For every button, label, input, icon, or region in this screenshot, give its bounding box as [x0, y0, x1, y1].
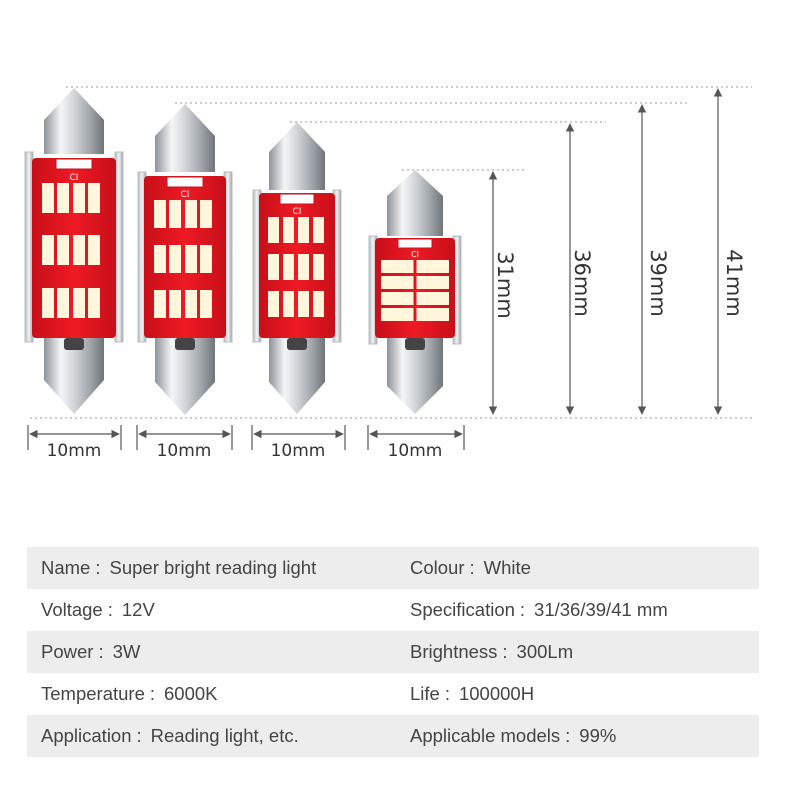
- length-label-41mm: 41mm: [722, 249, 746, 317]
- spec-value: 3W: [112, 641, 141, 662]
- spec-value: Reading light, etc.: [150, 725, 299, 746]
- length-label-31mm: 31mm: [493, 251, 517, 319]
- connector-pad: [55, 158, 93, 170]
- spec-label: Temperature: [41, 683, 145, 704]
- connector-pad: [397, 238, 433, 249]
- width-dimension-lines: [27, 425, 465, 450]
- connector-pad: [279, 193, 315, 205]
- spec-label: Colour: [410, 557, 465, 578]
- spec-separator: :: [149, 683, 155, 704]
- led-grid: [268, 217, 324, 317]
- spec-value: White: [483, 557, 531, 578]
- bulb-41mm: CI: [24, 88, 124, 414]
- spec-separator: :: [444, 683, 450, 704]
- spec-label: Brightness: [410, 641, 498, 662]
- spec-label: Life: [410, 683, 440, 704]
- spec-row: Application: Reading light, etc. Applicab…: [27, 715, 759, 757]
- spec-row: Temperature:6000K Life:100000H: [27, 673, 759, 715]
- bulb-size-diagram: CI CI CI: [24, 86, 752, 461]
- spec-value: 99%: [579, 725, 617, 746]
- reference-lines: [30, 86, 752, 419]
- board-marking: CI: [293, 207, 302, 217]
- board-marking: CI: [411, 250, 419, 259]
- length-dimension-lines: [488, 88, 723, 415]
- spec-value: 100000H: [458, 683, 535, 704]
- spec-separator: :: [502, 641, 508, 662]
- spec-separator: :: [95, 557, 101, 578]
- length-label-39mm: 39mm: [646, 249, 670, 317]
- led-grid: [42, 183, 100, 318]
- led-grid: [154, 200, 212, 318]
- spec-label: Power: [41, 641, 94, 662]
- bulb-39mm: CI: [137, 104, 233, 415]
- spec-value: 300Lm: [516, 641, 574, 662]
- board-marking: CI: [70, 173, 79, 183]
- spec-row: Voltage:12V Specification:31/36/39/41 mm: [27, 589, 759, 631]
- board-marking: CI: [181, 190, 190, 200]
- spec-label: Application: [41, 725, 132, 746]
- width-label-36mm-bulb: 10mm: [271, 441, 326, 461]
- width-label-39mm-bulb: 10mm: [157, 441, 212, 461]
- spec-separator: :: [565, 725, 571, 746]
- spec-label: Specification: [410, 599, 515, 620]
- width-label-31mm-bulb: 10mm: [388, 441, 443, 461]
- spec-label: Name: [41, 557, 91, 578]
- bulb-31mm: CI: [368, 170, 462, 414]
- spec-value: Super bright reading light: [109, 557, 317, 578]
- spec-separator: :: [107, 599, 113, 620]
- spec-separator: :: [469, 557, 475, 578]
- length-label-36mm: 36mm: [570, 249, 594, 317]
- spec-separator: :: [98, 641, 104, 662]
- spec-table: Name: Super bright reading light Colour: W…: [27, 547, 759, 757]
- spec-value: 31/36/39/41 mm: [534, 599, 668, 620]
- led-grid: [381, 260, 449, 321]
- spec-row: Power:3W Brightness:300Lm: [27, 631, 759, 673]
- spec-separator: :: [136, 725, 142, 746]
- bulb-36mm: CI: [252, 122, 342, 414]
- spec-separator: :: [519, 599, 526, 620]
- connector-pad: [166, 176, 204, 188]
- spec-label: Voltage: [41, 599, 103, 620]
- width-label-41mm-bulb: 10mm: [47, 441, 102, 461]
- spec-row: Name: Super bright reading light Colour: W…: [27, 547, 759, 589]
- spec-label: Applicable models: [410, 725, 561, 746]
- spec-value: 12V: [121, 599, 155, 620]
- spec-value: 6000K: [164, 683, 218, 704]
